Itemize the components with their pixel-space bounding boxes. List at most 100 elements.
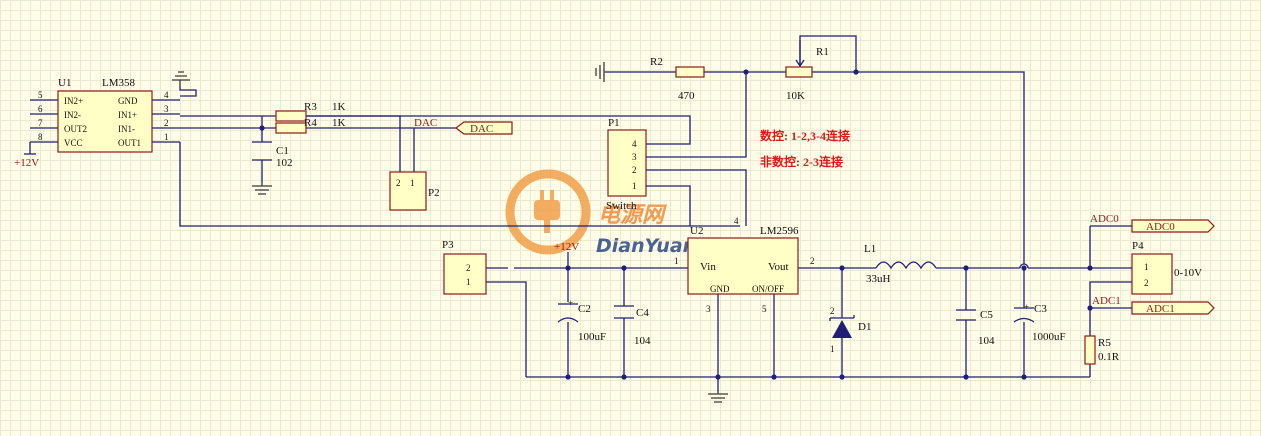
u1-pin-label: IN1- [118, 124, 135, 134]
u1-pin-label: IN2+ [64, 96, 83, 106]
ground-symbol [172, 71, 190, 86]
adc1-port-shape [1131, 301, 1215, 315]
u2-pin-num: 2 [810, 256, 815, 266]
adc1-port-label: ADC1 [1146, 303, 1175, 315]
dac-port[interactable]: DAC [455, 121, 513, 135]
d1-pin: 2 [830, 306, 835, 316]
p1-body [607, 129, 647, 197]
p1-pin: 1 [632, 181, 637, 191]
r3-resistor[interactable]: R3 1K [275, 101, 346, 122]
watermark-cn: 电源网 [598, 203, 667, 228]
r2-resistor[interactable]: R2 470 [650, 56, 705, 102]
c2-ref: C2 [578, 303, 591, 315]
p3-ref: P3 [442, 239, 454, 251]
p2-pin: 2 [396, 178, 401, 188]
r4-value: 1K [332, 117, 346, 129]
p1-switch-connector[interactable]: P1 4 3 2 1 Switch [606, 117, 680, 212]
watermark-ring [505, 169, 591, 255]
junction [259, 125, 265, 131]
adc0-port-label: ADC0 [1146, 221, 1175, 233]
junction [1021, 374, 1027, 380]
c2-capacitor[interactable]: + C2 100uF [557, 298, 606, 343]
c4-capacitor[interactable]: C4 104 [614, 305, 651, 347]
r1-value: 10K [786, 90, 805, 102]
r1-potentiometer[interactable]: R1 10K [785, 40, 829, 102]
u1-pin-label: IN2- [64, 110, 81, 120]
junction [565, 374, 571, 380]
u1-pin-label: VCC [64, 138, 83, 148]
p1-pin: 4 [632, 139, 637, 149]
dac-port-label: DAC [470, 123, 493, 135]
junction [839, 265, 845, 271]
inductor-coil-icon [875, 261, 937, 270]
c3-capacitor[interactable]: + C3 1000uF [1013, 302, 1066, 343]
junction [715, 374, 721, 380]
c1-value: 102 [276, 157, 293, 169]
polarity-plus-icon: + [1024, 302, 1029, 312]
c3-value: 1000uF [1032, 331, 1066, 343]
u1-lm358[interactable]: U1 LM358 IN2+ IN2- OUT2 VCC GND IN1+ IN1… [38, 77, 180, 153]
r2-body [675, 66, 705, 78]
r2-ref: R2 [650, 56, 663, 68]
u1-pin-num: 3 [164, 104, 169, 114]
p2-pin: 1 [410, 178, 415, 188]
r2-value: 470 [678, 90, 695, 102]
r3-body [275, 110, 307, 122]
p4-connector[interactable]: P4 1 2 0-10V [1131, 240, 1202, 295]
d1-ref: D1 [858, 321, 871, 333]
c1-capacitor[interactable]: C1 102 [252, 141, 293, 169]
r4-ref: R4 [304, 117, 317, 129]
p4-body [1131, 253, 1173, 295]
u1-pin-num: 4 [164, 90, 169, 100]
l1-inductor[interactable]: L1 33uH [864, 243, 937, 285]
p2-connector[interactable]: 2 1 P2 [389, 171, 440, 211]
r4-resistor[interactable]: R4 1K [275, 117, 346, 134]
p4-pin: 1 [1144, 262, 1149, 272]
dac-net-label: DAC [414, 117, 437, 129]
p1-pin: 3 [632, 152, 637, 162]
u2-lm2596[interactable]: U2 LM2596 Vin Vout GND ON/OFF 1 2 3 5 4 [674, 216, 815, 314]
p3-connector[interactable]: P3 2 1 [442, 239, 487, 295]
r1-ref: R1 [816, 46, 829, 58]
u2-onoff: ON/OFF [752, 284, 784, 294]
r4-body [275, 122, 307, 134]
r5-body [1084, 335, 1096, 365]
u1-ref: U1 [58, 77, 71, 89]
p3-body [443, 253, 487, 295]
c1-ref: C1 [276, 145, 289, 157]
adc0-net-label: ADC0 [1090, 213, 1119, 225]
u1-pin-num: 5 [38, 90, 43, 100]
u2-body [687, 237, 799, 295]
l1-ref: L1 [864, 243, 876, 255]
junctions [259, 69, 1093, 380]
junction [963, 265, 969, 271]
ground-symbol [595, 62, 606, 82]
adc0-port[interactable]: ADC0 [1131, 219, 1215, 233]
u2-part: LM2596 [760, 225, 799, 237]
c5-capacitor[interactable]: C5 104 [956, 309, 995, 347]
note-cnc: 数控: 1-2,3-4连接 [760, 128, 850, 143]
c5-value: 104 [978, 335, 995, 347]
adc0-port-shape [1131, 219, 1215, 233]
r5-resistor[interactable]: R5 0.1R [1084, 335, 1120, 365]
r5-ref: R5 [1098, 337, 1111, 349]
p2-ref: P2 [428, 187, 440, 199]
u2-pin-num: 1 [674, 256, 679, 266]
d1-pin: 1 [830, 344, 835, 354]
junction [853, 69, 859, 75]
junction [1087, 265, 1093, 271]
adc1-port[interactable]: ADC1 [1131, 301, 1215, 315]
note-non-cnc: 非数控: 2-3连接 [760, 154, 843, 169]
u2-ref: U2 [690, 225, 703, 237]
junction [963, 374, 969, 380]
u1-body [57, 90, 153, 153]
p1-label: Switch [606, 200, 637, 212]
wiper-arrow-icon [795, 40, 805, 68]
u2-pin-num: 3 [706, 304, 711, 314]
p1-pin: 2 [632, 165, 637, 175]
power-label-12v: +12V [14, 157, 39, 169]
d1-diode[interactable]: D1 2 1 [829, 306, 871, 354]
r1-body [785, 66, 813, 78]
polarity-plus-icon: + [568, 298, 573, 308]
p3-pin: 1 [466, 277, 471, 287]
